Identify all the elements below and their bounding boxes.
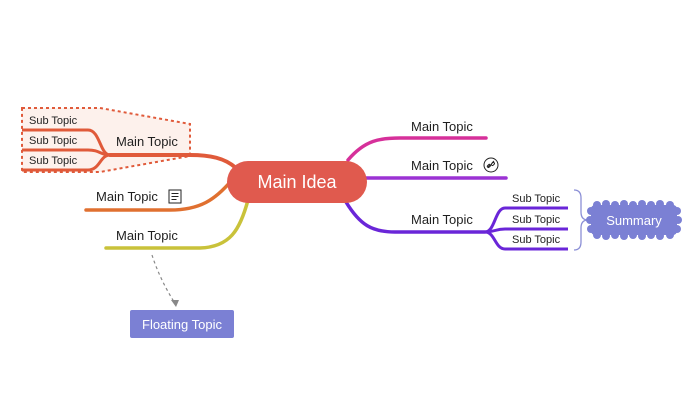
summary-text: Summary xyxy=(606,212,662,228)
summary-label: Summary xyxy=(591,205,677,235)
main-topic-left-1[interactable]: Main Topic xyxy=(116,134,178,149)
main-topic-right-2[interactable]: Main Topic xyxy=(411,158,473,173)
sub-topic-label: Sub Topic xyxy=(512,214,561,226)
sub-topic-right-3[interactable]: Sub Topic xyxy=(512,234,560,246)
connector-sub-right-3 xyxy=(484,230,568,251)
connector-left-3 xyxy=(104,198,250,250)
main-topic-label: Main Topic xyxy=(411,158,473,173)
connector-left-2 xyxy=(84,178,234,212)
main-topic-label: Main Topic xyxy=(96,189,158,204)
sub-topic-label: Sub Topic xyxy=(29,115,78,127)
summary-node[interactable] xyxy=(586,200,682,240)
note-icon[interactable] xyxy=(168,189,182,204)
connector-right-1 xyxy=(346,136,488,162)
main-topic-label: Main Topic xyxy=(116,228,178,243)
sub-topic-right-2[interactable]: Sub Topic xyxy=(512,214,560,226)
main-topic-label: Main Topic xyxy=(411,119,473,134)
floating-topic-label: Floating Topic xyxy=(142,316,222,332)
main-topic-label: Main Topic xyxy=(116,134,178,149)
connector-left-1 xyxy=(108,153,238,170)
connector-sub-left-3 xyxy=(22,153,111,172)
sub-topic-right-1[interactable]: Sub Topic xyxy=(512,193,560,205)
floating-topic[interactable]: Floating Topic xyxy=(130,310,234,338)
main-topic-left-3[interactable]: Main Topic xyxy=(116,228,178,243)
summary-brace xyxy=(573,189,589,251)
sub-topic-label: Sub Topic xyxy=(29,155,78,167)
sub-topic-label: Sub Topic xyxy=(512,193,561,205)
main-topic-right-3[interactable]: Main Topic xyxy=(411,212,473,227)
main-topic-label: Main Topic xyxy=(411,212,473,227)
sub-topic-left-3[interactable]: Sub Topic xyxy=(29,155,77,167)
sub-topic-left-2[interactable]: Sub Topic xyxy=(29,135,77,147)
connector-sub-right-2 xyxy=(484,227,568,234)
link-icon[interactable] xyxy=(483,157,499,173)
sub-topic-label: Sub Topic xyxy=(29,135,78,147)
sub-topic-left-1[interactable]: Sub Topic xyxy=(29,115,77,127)
main-topic-right-1[interactable]: Main Topic xyxy=(411,119,473,134)
main-topic-left-2[interactable]: Main Topic xyxy=(96,189,158,204)
sub-topic-label: Sub Topic xyxy=(512,234,561,246)
floating-relation-line xyxy=(151,254,177,306)
floating-arrow-head xyxy=(171,300,179,307)
connector-right-3 xyxy=(344,200,487,234)
central-topic-label: Main Idea xyxy=(257,171,337,192)
central-topic[interactable]: Main Idea xyxy=(227,161,367,203)
